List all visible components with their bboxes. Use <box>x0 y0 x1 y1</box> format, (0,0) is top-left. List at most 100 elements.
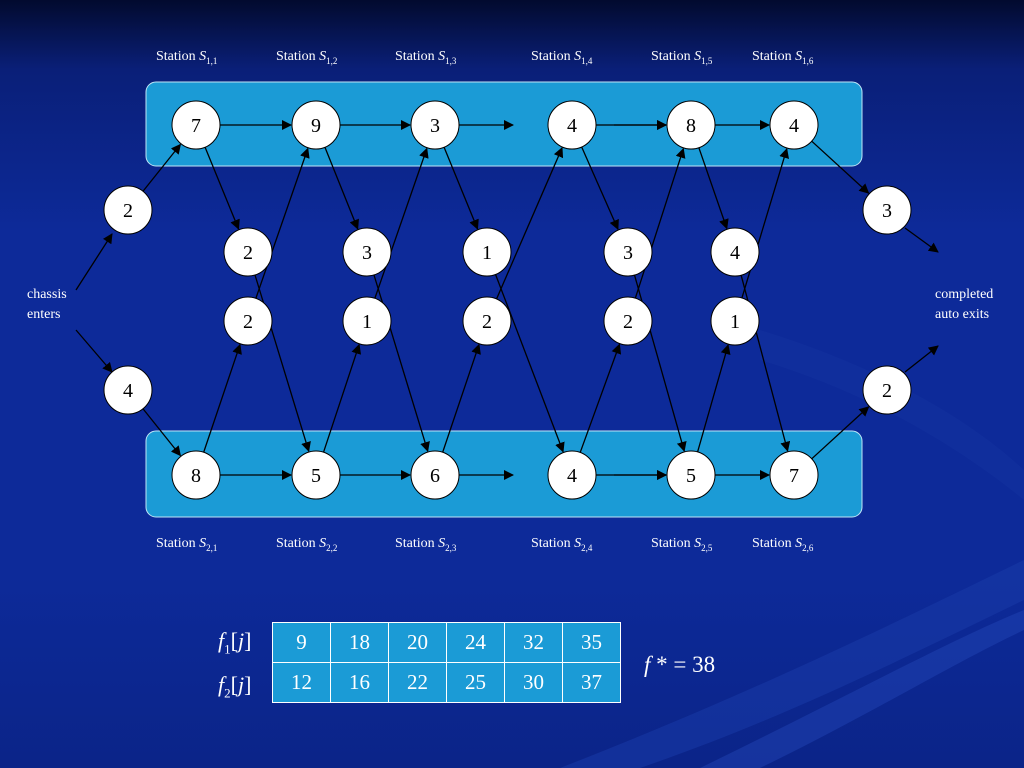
node-circle <box>666 450 716 500</box>
node-value: 4 <box>123 380 133 402</box>
f2-row-label: f2[j] <box>218 672 252 701</box>
table-cell: 9 <box>272 622 331 663</box>
entry-line2-node: 4 <box>103 365 153 415</box>
transfer-arrow <box>579 343 622 453</box>
f1-row-label: f1[j] <box>218 628 252 657</box>
node-circle <box>223 296 273 346</box>
table-cell: 32 <box>504 622 563 663</box>
line2-station-label: Station S2,5 <box>651 536 713 553</box>
entry-arrow <box>75 329 113 373</box>
end-label: completed auto exits <box>935 285 993 325</box>
node-value: 8 <box>686 115 696 137</box>
node-value: 2 <box>243 242 253 264</box>
node-circle <box>710 296 760 346</box>
table-cell: 24 <box>446 622 505 663</box>
start-label: chassis enters <box>27 285 67 325</box>
table-cell: 35 <box>562 622 621 663</box>
transfer-up-node: 2 <box>462 296 512 346</box>
table-cell: 18 <box>330 622 389 663</box>
line2-station-label: Station S2,6 <box>752 536 814 553</box>
enters-label: enters <box>27 307 61 322</box>
exit-arrow <box>811 140 870 194</box>
node-value: 2 <box>123 200 133 222</box>
node-circle <box>342 227 392 277</box>
node-value: 2 <box>482 311 492 333</box>
transfer-down-node: 4 <box>710 227 760 277</box>
line1-station-node: 3 <box>410 100 460 150</box>
node-value: 4 <box>730 242 740 264</box>
table-cell: 30 <box>504 662 563 703</box>
transfer-arrow <box>491 264 565 453</box>
exit-arrow <box>904 345 939 373</box>
transfer-up-node: 2 <box>223 296 273 346</box>
auto-exits-label: auto exits <box>935 307 990 322</box>
node-circle <box>103 185 153 235</box>
exit-line2-node: 2 <box>862 365 912 415</box>
node-value: 6 <box>430 465 440 487</box>
transfer-arrow <box>698 147 729 230</box>
node-circle <box>103 365 153 415</box>
line2-station-node: 7 <box>769 450 819 500</box>
line2-station-node: 6 <box>410 450 460 500</box>
node-circle <box>223 227 273 277</box>
node-value: 3 <box>623 242 633 264</box>
line2-station-node: 5 <box>666 450 716 500</box>
entry-line1-node: 2 <box>103 185 153 235</box>
node-value: 4 <box>567 465 577 487</box>
transfer-arrow <box>491 147 564 309</box>
transfer-down-node: 1 <box>462 227 512 277</box>
node-value: 7 <box>789 465 799 487</box>
transfer-arrow <box>581 146 619 231</box>
transfer-down-node: 3 <box>603 227 653 277</box>
node-circle <box>291 450 341 500</box>
node-circle <box>171 100 221 150</box>
transfer-arrow <box>322 343 362 453</box>
line1-station-node: 9 <box>291 100 341 150</box>
line1-station-label: Station S1,1 <box>156 49 218 66</box>
transfer-up-node: 1 <box>342 296 392 346</box>
node-circle <box>710 227 760 277</box>
node-value: 5 <box>686 465 696 487</box>
line1-station-node: 4 <box>547 100 597 150</box>
line2-station-label: Station S2,3 <box>395 536 457 553</box>
line1-station-label: Station S1,2 <box>276 49 338 66</box>
transfer-arrow <box>737 265 791 452</box>
node-circle <box>342 296 392 346</box>
line1-station-node: 4 <box>769 100 819 150</box>
transfer-arrow <box>631 147 686 308</box>
exit-arrow <box>811 406 870 460</box>
table-cell: 37 <box>562 662 621 703</box>
transfer-arrow <box>251 147 310 308</box>
table-cell: 22 <box>388 662 447 703</box>
transfer-down-node: 3 <box>342 227 392 277</box>
line1-station-label: Station S1,3 <box>395 49 457 66</box>
line1-station-node: 8 <box>666 100 716 150</box>
transfer-arrow <box>324 147 359 230</box>
node-circle <box>769 100 819 150</box>
node-circle <box>769 450 819 500</box>
table-cell: 16 <box>330 662 389 703</box>
line1-station-label: Station S1,6 <box>752 49 814 66</box>
transfer-up-node: 2 <box>603 296 653 346</box>
transfer-arrow <box>370 265 430 453</box>
table-cell: 20 <box>388 622 447 663</box>
line1-station-label: Station S1,4 <box>531 49 593 66</box>
node-circle <box>666 100 716 150</box>
f-star-result: f * = 38 <box>644 652 716 677</box>
line1-station-label: Station S1,5 <box>651 49 713 66</box>
entry-arrow <box>75 233 113 291</box>
node-value: 8 <box>191 465 201 487</box>
line1-box <box>145 81 863 167</box>
table-row: 12 16 22 25 30 37 <box>272 662 621 703</box>
exit-line1-node: 3 <box>862 185 912 235</box>
node-value: 7 <box>191 115 201 137</box>
transfer-arrow <box>251 265 311 453</box>
chassis-label: chassis <box>27 287 67 302</box>
line2-station-node: 8 <box>171 450 221 500</box>
transfer-up-node: 1 <box>710 296 760 346</box>
transfer-arrow <box>631 265 687 452</box>
node-value: 3 <box>430 115 440 137</box>
table-row: 9 18 20 24 32 35 <box>272 622 621 663</box>
node-value: 2 <box>882 380 892 402</box>
line2-station-node: 4 <box>547 450 597 500</box>
